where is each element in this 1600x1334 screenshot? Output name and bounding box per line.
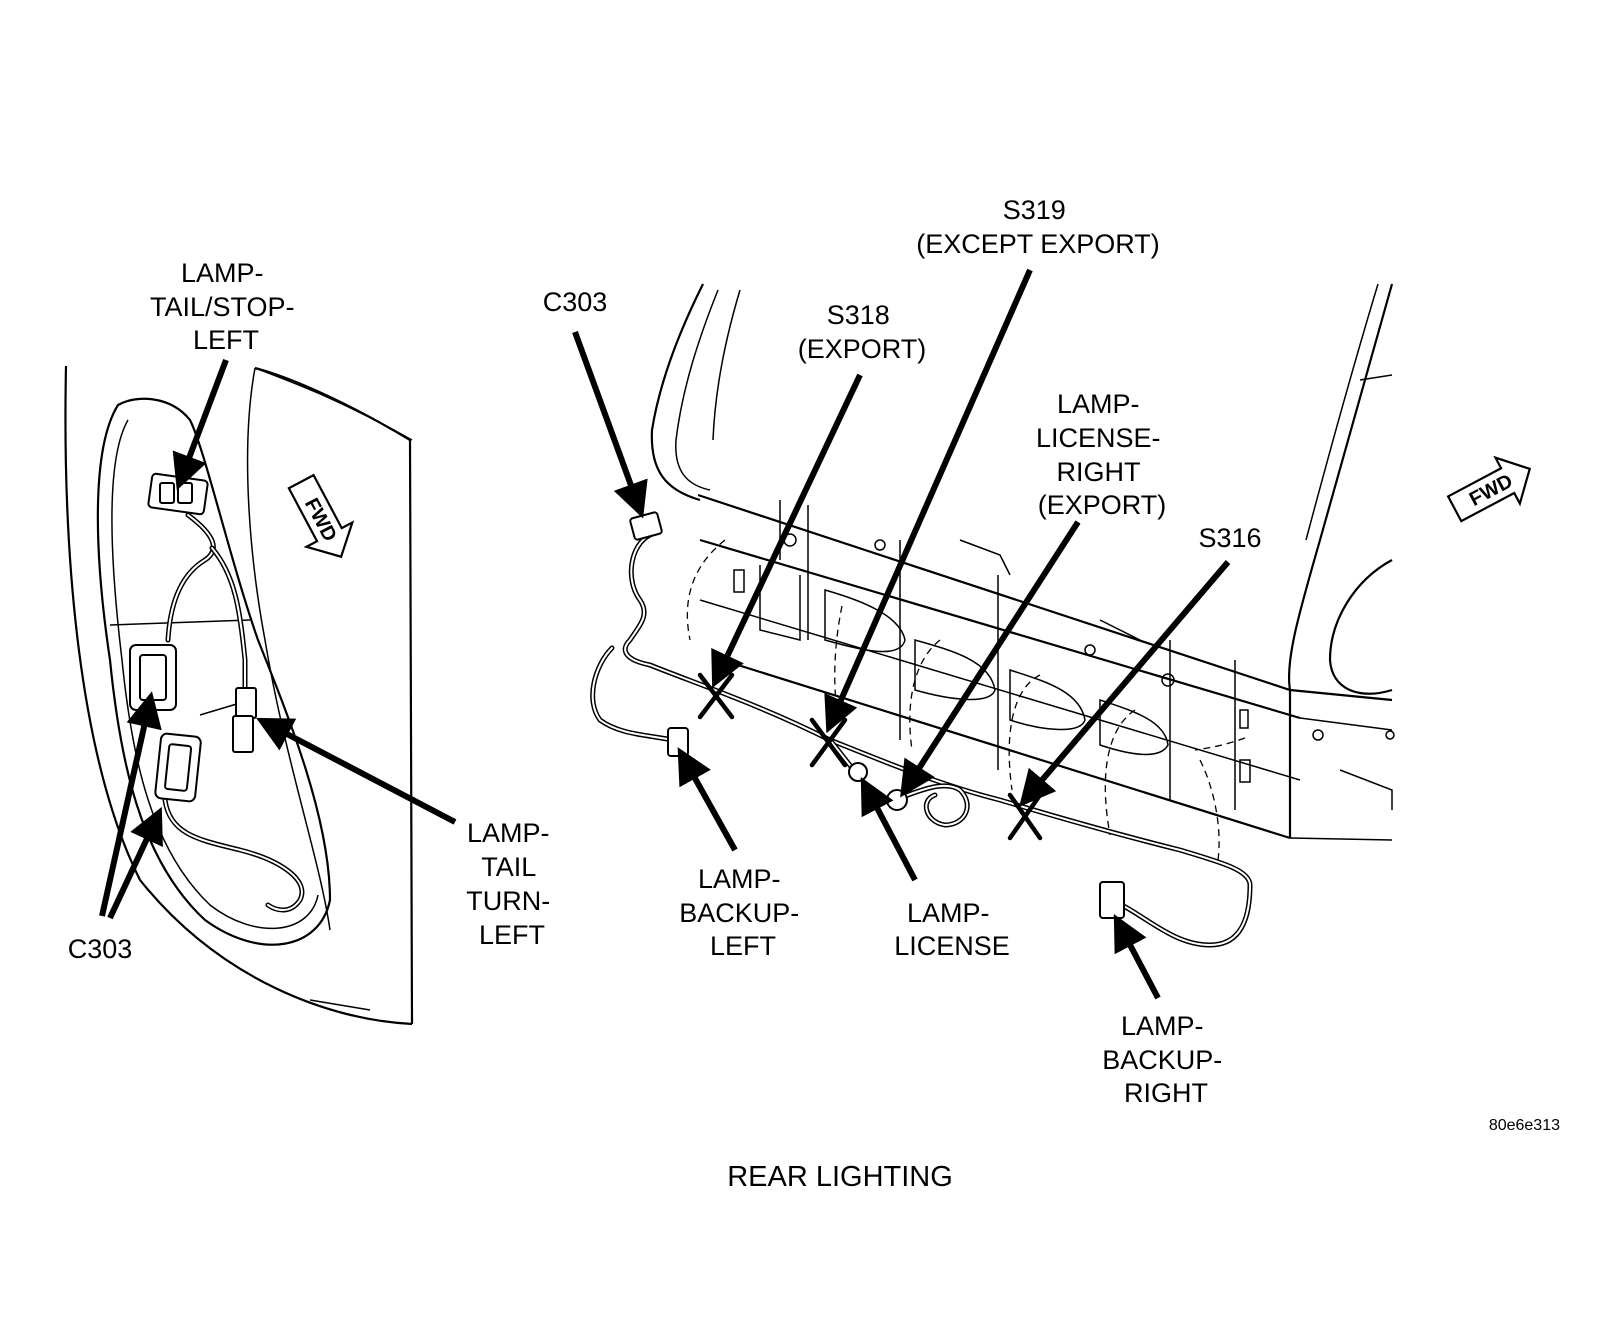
label-lamp-license: LAMP- LICENSE bbox=[894, 898, 1010, 961]
pointer-tail-turn bbox=[256, 717, 457, 825]
figure-reference-code: 80e6e313 bbox=[1489, 1117, 1560, 1134]
label-s319-except-export: S319 (EXCEPT EXPORT) bbox=[916, 195, 1160, 259]
label-s316: S316 bbox=[1198, 523, 1261, 553]
label-lamp-backup-right: LAMP- BACKUP- RIGHT bbox=[1102, 1011, 1230, 1108]
pointer-c303-left-b bbox=[107, 806, 163, 920]
right-view: FWD C303 S318 (EXPORT) S319 (EXCEPT EXPO… bbox=[543, 195, 1532, 1108]
pointer-s319 bbox=[824, 268, 1033, 734]
label-s318-export: S318 (EXPORT) bbox=[798, 300, 927, 364]
pointer-c303-left-a bbox=[99, 691, 162, 917]
pointer-license bbox=[860, 777, 918, 882]
label-lamp-tail-turn-left: LAMP- TAIL TURN- LEFT bbox=[466, 818, 558, 950]
right-fwd-arrow: FWD bbox=[1446, 455, 1532, 523]
pointer-license-right bbox=[900, 520, 1081, 798]
pointer-c303-right bbox=[572, 330, 648, 519]
pointer-backup-right bbox=[1113, 914, 1161, 1000]
left-fwd-arrow: FWD bbox=[287, 473, 355, 559]
pointer-s316 bbox=[1019, 560, 1231, 807]
label-c303-right: C303 bbox=[543, 287, 608, 317]
label-lamp-backup-left: LAMP- BACKUP- LEFT bbox=[679, 864, 807, 961]
pointer-backup-left bbox=[677, 747, 738, 852]
splice-mark-s316 bbox=[1007, 792, 1043, 841]
left-harness bbox=[162, 512, 305, 913]
left-body-panel bbox=[64, 365, 414, 1026]
label-lamp-tail-stop-left: LAMP- TAIL/STOP- LEFT bbox=[150, 258, 302, 355]
label-lamp-license-right-export: LAMP- LICENSE- RIGHT (EXPORT) bbox=[1036, 389, 1168, 520]
left-connectors bbox=[129, 472, 257, 803]
figure-caption: REAR LIGHTING bbox=[727, 1161, 953, 1193]
pointer-s318 bbox=[711, 373, 863, 689]
left-view: FWD LAMP- TAIL/STOP- LEFT LAMP- TAIL TUR… bbox=[64, 258, 558, 1026]
rear-harness bbox=[590, 532, 1253, 948]
vehicle-rear-body bbox=[650, 283, 1395, 841]
pointer-tail-stop bbox=[172, 358, 229, 491]
label-c303-left: C303 bbox=[68, 934, 133, 964]
